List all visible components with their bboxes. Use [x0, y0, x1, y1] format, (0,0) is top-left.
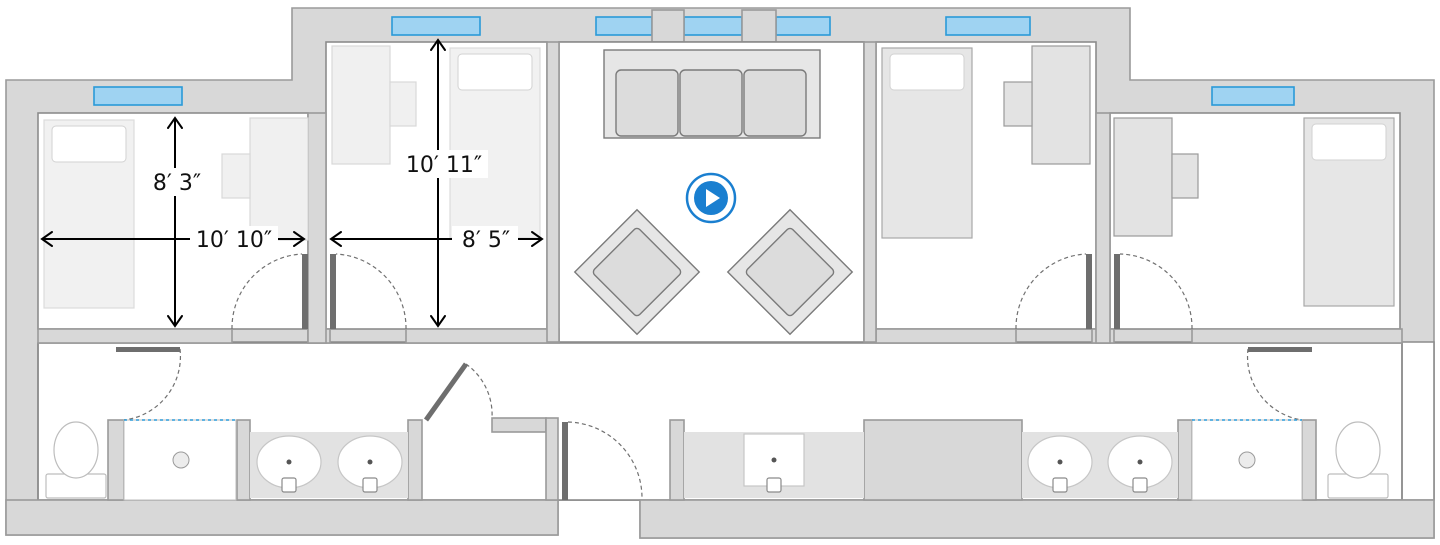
shower — [123, 419, 237, 501]
bath-wall — [863, 419, 1023, 501]
window-pier — [741, 9, 777, 43]
dim-label: 10′ 10″ — [196, 228, 272, 253]
bath-wall — [407, 419, 423, 501]
bath-wall — [1177, 419, 1193, 501]
sofa-cushion — [679, 69, 743, 137]
window-1 — [93, 86, 183, 106]
sink — [1027, 435, 1093, 493]
door[interactable] — [1114, 254, 1120, 329]
dimension-room2-width: 8′ 5″ — [329, 226, 544, 254]
armchair-right — [726, 208, 854, 336]
closet-wall — [545, 417, 559, 501]
window-pier — [651, 9, 685, 43]
partition-wall — [863, 41, 877, 343]
entry-door[interactable] — [562, 422, 568, 500]
door[interactable] — [302, 254, 308, 329]
partition-wall — [405, 328, 560, 344]
chair — [221, 153, 251, 199]
dimension-room1-width: 10′ 10″ — [40, 226, 306, 254]
window-6 — [945, 16, 1031, 36]
closet-door[interactable] — [423, 362, 469, 422]
door-swing — [231, 253, 303, 330]
bottom-wall — [639, 499, 1435, 539]
sink — [256, 435, 322, 493]
bottom-wall — [5, 499, 559, 536]
toilet — [45, 421, 107, 499]
shower — [1191, 419, 1303, 501]
door-swing — [567, 421, 643, 499]
pillow — [457, 53, 533, 91]
door-swing — [1246, 348, 1303, 421]
partition-wall — [1191, 328, 1403, 344]
bath-wall — [669, 419, 685, 501]
sofa-cushion — [743, 69, 807, 137]
window-2 — [391, 16, 481, 36]
sink — [1107, 435, 1173, 493]
door-swing — [123, 348, 182, 421]
bath-wall — [1301, 419, 1317, 501]
dim-label: 8′ 5″ — [462, 228, 510, 253]
partition-wall — [875, 328, 1017, 344]
window-4 — [683, 16, 743, 36]
pillow — [1311, 123, 1387, 161]
closet-wall — [491, 417, 547, 433]
door[interactable] — [1086, 254, 1092, 329]
sofa-cushion — [615, 69, 679, 137]
dimension-room2-depth: 10′ 11″ — [400, 38, 488, 328]
bath-door[interactable] — [116, 347, 180, 352]
armchair-left — [573, 208, 701, 336]
door-swing — [1015, 253, 1087, 330]
window-3 — [595, 16, 653, 36]
partition-wall — [546, 41, 560, 343]
dimension-room1-depth: 8′ 3″ — [142, 116, 212, 328]
bath-wall — [236, 419, 251, 501]
sink — [337, 435, 403, 493]
chair — [1003, 81, 1033, 127]
desk — [1031, 45, 1091, 165]
door[interactable] — [330, 254, 336, 329]
drain-icon — [1238, 451, 1256, 469]
partition-wall — [37, 328, 233, 344]
play-button[interactable] — [685, 172, 737, 224]
desk — [1113, 117, 1173, 237]
sink — [743, 433, 805, 493]
chair — [389, 81, 417, 127]
bath-door[interactable] — [1248, 347, 1312, 352]
door-swing — [335, 253, 407, 330]
toilet — [1327, 421, 1389, 499]
door-swing — [1119, 253, 1193, 330]
dim-label: 8′ 3″ — [153, 171, 201, 196]
chair — [1171, 153, 1199, 199]
window-7 — [1211, 86, 1295, 106]
pillow — [51, 125, 127, 163]
pillow — [889, 53, 965, 91]
window-5 — [775, 16, 831, 36]
partition-wall — [307, 112, 327, 344]
desk — [249, 117, 309, 241]
desk — [331, 45, 391, 165]
bath-wall — [107, 419, 125, 501]
dim-label: 10′ 11″ — [406, 153, 482, 178]
door-swing — [465, 363, 493, 419]
drain-icon — [172, 451, 190, 469]
partition-wall — [1095, 112, 1111, 344]
